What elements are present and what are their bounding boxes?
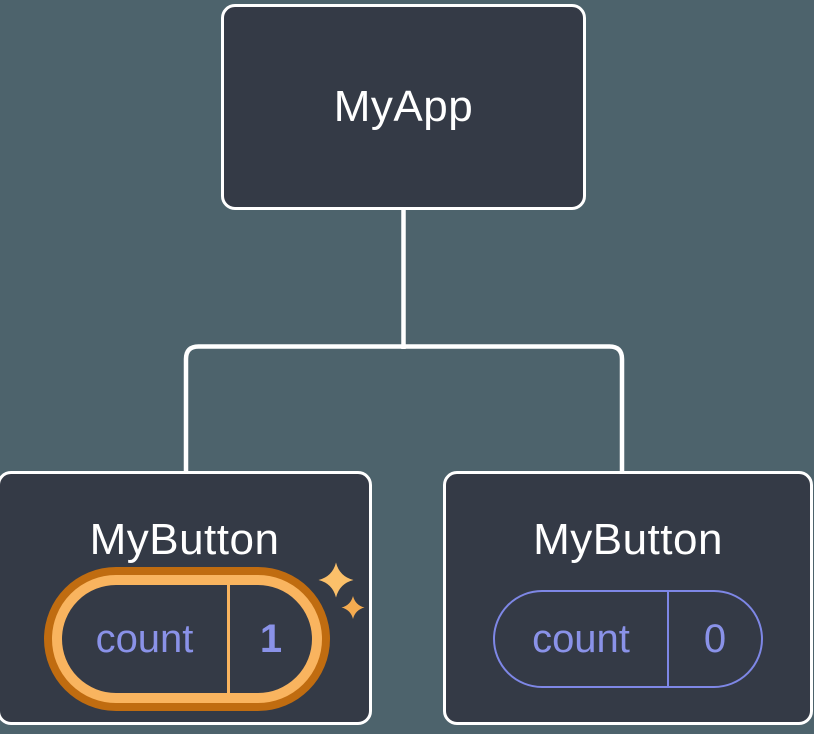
sparkle-large: [318, 562, 354, 598]
child-node-label: MyButton: [533, 515, 723, 564]
state-name-label: count: [95, 616, 194, 661]
tree-node-mybutton-updated: MyButton count 1: [0, 471, 372, 725]
root-node-label: MyApp: [333, 82, 474, 131]
sparkle-small: [341, 596, 365, 619]
state-value: 0: [667, 592, 761, 686]
state-name-label: count: [532, 616, 630, 661]
state-pill-highlighted: count 1: [52, 575, 322, 703]
connector-branch: [183, 344, 625, 473]
child-node-label: MyButton: [89, 515, 280, 564]
tree-node-root: MyApp: [221, 4, 586, 210]
sparkles-icon: [318, 562, 365, 619]
state-pill-plain: count 0: [493, 590, 763, 688]
tree-node-mybutton-unchanged: MyButton count 0: [443, 471, 813, 725]
state-value: 1: [227, 585, 312, 693]
